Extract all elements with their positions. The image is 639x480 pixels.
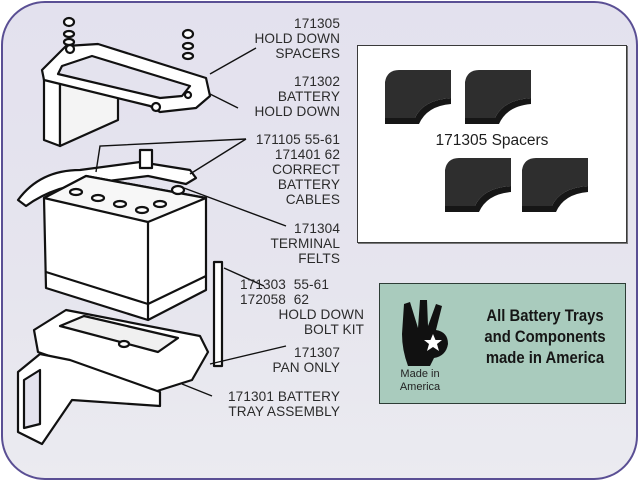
spacers-photo-panel: 171305 Spacers bbox=[357, 45, 627, 243]
part-name: FELTS bbox=[298, 251, 340, 266]
part-number: 171301 BATTERY bbox=[228, 389, 340, 404]
star-icon bbox=[424, 334, 442, 351]
callout-battery-tray-assembly: 171301 BATTERY TRAY ASSEMBLY bbox=[206, 389, 340, 419]
hold-down-bolt bbox=[212, 260, 224, 368]
part-number: 171304 bbox=[294, 221, 340, 236]
hand-okay-icon bbox=[402, 300, 448, 366]
part-name: CABLES bbox=[285, 192, 340, 207]
spacer-photo bbox=[385, 70, 451, 124]
part-name: BOLT KIT bbox=[304, 322, 364, 337]
part-name: TRAY ASSEMBLY bbox=[228, 404, 340, 419]
callout-pan-only: 171307 PAN ONLY bbox=[240, 345, 340, 375]
callout-hold-down-spacers: 171305 HOLD DOWN SPACERS bbox=[224, 16, 340, 61]
spacers-caption: 171305 Spacers bbox=[435, 132, 549, 149]
callout-battery-hold-down: 171302 BATTERY HOLD DOWN bbox=[224, 74, 340, 119]
spacer-photo bbox=[445, 158, 511, 212]
spacer-photo bbox=[465, 70, 531, 124]
headline-line: made in America bbox=[485, 349, 605, 367]
part-name: BATTERY bbox=[277, 89, 340, 104]
made-in-america-panel: Made in America All Battery Trays and Co… bbox=[379, 283, 626, 404]
callout-hold-down-bolt-kit: 171303 55-61 172058 62 HOLD DOWN BOLT KI… bbox=[240, 277, 364, 337]
part-name: HOLD DOWN bbox=[278, 307, 364, 322]
callout-terminal-felts: 171304 TERMINAL FELTS bbox=[224, 221, 340, 266]
made-in-america-badge-text: Made in America bbox=[380, 368, 460, 394]
tray-support bbox=[16, 352, 162, 446]
part-number: 171401 62 bbox=[274, 147, 340, 162]
badge-line: America bbox=[399, 381, 441, 393]
part-number: 172058 62 bbox=[240, 292, 310, 307]
part-name: PAN ONLY bbox=[272, 360, 340, 375]
spacer-photo bbox=[522, 158, 588, 212]
part-name: CORRECT bbox=[272, 162, 340, 177]
part-name: HOLD DOWN bbox=[254, 31, 340, 46]
made-in-america-headline: All Battery Trays and Components made in… bbox=[479, 306, 610, 369]
battery-cable bbox=[16, 160, 198, 208]
part-number: 171105 55-61 bbox=[255, 132, 340, 147]
badge-line: Made in bbox=[400, 368, 440, 380]
headline-line: and Components bbox=[484, 328, 606, 346]
part-number: 171303 55-61 bbox=[240, 277, 329, 292]
part-number: 171305 bbox=[294, 16, 340, 31]
part-name: HOLD DOWN bbox=[254, 104, 340, 119]
headline-line: All Battery Trays bbox=[486, 307, 604, 325]
part-name: TERMINAL bbox=[270, 236, 340, 251]
part-name: SPACERS bbox=[275, 46, 340, 61]
callout-battery-cables: 171105 55-61 171401 62 CORRECT BATTERY C… bbox=[224, 132, 340, 207]
part-name: BATTERY bbox=[277, 177, 340, 192]
part-number: 171307 bbox=[294, 345, 340, 360]
part-number: 171302 bbox=[294, 74, 340, 89]
